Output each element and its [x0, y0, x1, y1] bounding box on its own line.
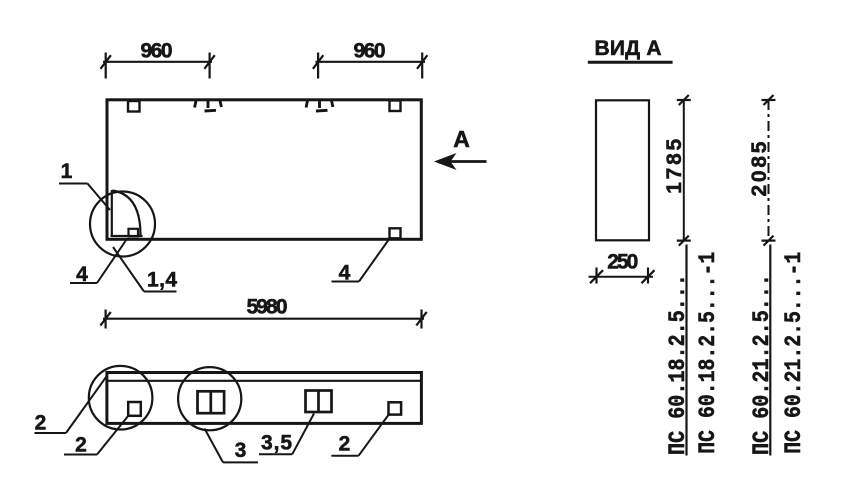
- svg-text:3: 3: [235, 439, 247, 462]
- svg-text:1785: 1785: [663, 138, 686, 193]
- svg-text:4: 4: [76, 263, 88, 286]
- svg-text:960: 960: [141, 40, 173, 63]
- svg-text:2: 2: [339, 433, 351, 456]
- svg-text:1: 1: [61, 160, 73, 183]
- svg-text:5980: 5980: [247, 296, 288, 319]
- svg-text:А: А: [453, 126, 470, 152]
- svg-text:960: 960: [354, 40, 386, 63]
- svg-text:4: 4: [339, 262, 351, 285]
- svg-text:250: 250: [607, 251, 638, 274]
- svg-text:3,5: 3,5: [261, 432, 292, 455]
- svg-text:1,4: 1,4: [147, 269, 177, 292]
- svg-text:2: 2: [35, 412, 47, 435]
- svg-text:2: 2: [75, 434, 87, 457]
- svg-text:ВИД А: ВИД А: [595, 37, 662, 60]
- svg-text:ПС 60.18.2.5...-1: ПС 60.18.2.5...-1: [695, 252, 721, 454]
- svg-text:ПС 60.21.2.5...-1: ПС 60.21.2.5...-1: [781, 252, 807, 454]
